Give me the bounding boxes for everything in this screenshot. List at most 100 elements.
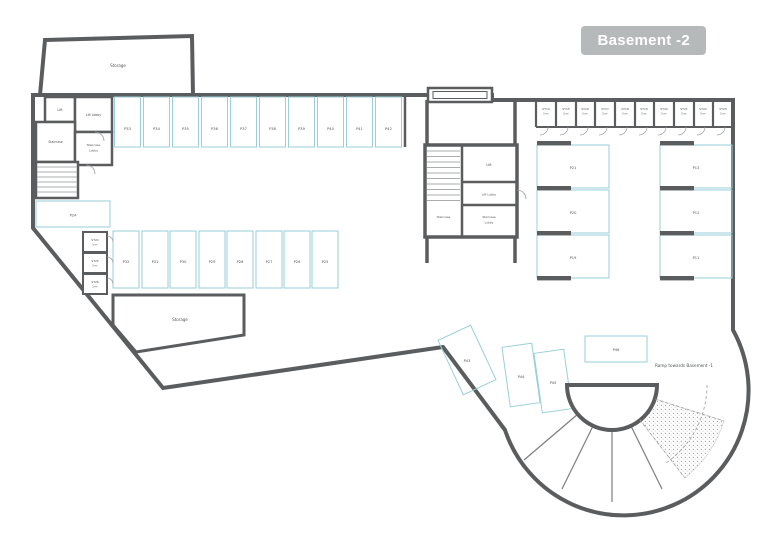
wall-stub bbox=[660, 276, 694, 281]
stall-label: P27 bbox=[266, 260, 273, 264]
door-arc bbox=[657, 126, 667, 136]
stall-label: P20 bbox=[570, 211, 577, 215]
parking-row-mid: P32 P31 P30 P29 P28 P27 P26 P25 bbox=[112, 230, 339, 289]
storage-unit-id: ST15 bbox=[562, 107, 570, 111]
storage-unit-area: 3 m² bbox=[661, 112, 667, 116]
stall-label: P40 bbox=[327, 127, 334, 131]
vent-shaft-inner bbox=[432, 91, 488, 99]
room-label: Staircase bbox=[437, 215, 451, 219]
center-core: Lift Lift Lobby Staircase Staircase Lobb… bbox=[423, 100, 527, 263]
wall-stub bbox=[537, 276, 571, 281]
storage-unit-id: ST26 bbox=[91, 280, 98, 284]
stall-label: P37 bbox=[240, 127, 247, 131]
door-arc bbox=[516, 189, 527, 200]
left-core: Lift Lift Lobby Staircase Staircase Lobb… bbox=[34, 95, 114, 200]
door-arc bbox=[677, 126, 687, 136]
floor-badge: Basement -2 bbox=[581, 26, 706, 55]
room-label: Staircase bbox=[482, 215, 496, 219]
stall-label: P29 bbox=[209, 260, 216, 264]
storage-unit-area: 3 m² bbox=[92, 243, 98, 247]
door-arc bbox=[696, 126, 706, 136]
wall-stub bbox=[660, 141, 694, 146]
door-arc bbox=[539, 126, 549, 136]
room-label: Lobby bbox=[485, 221, 494, 225]
storage-unit-id: ST18 bbox=[621, 107, 629, 111]
stall-label: P38 bbox=[269, 127, 276, 131]
door-arc bbox=[106, 256, 114, 264]
storage-unit-area: 3 m² bbox=[700, 112, 706, 116]
storage-unit-id: ST22 bbox=[699, 107, 707, 111]
door-arc bbox=[106, 277, 114, 285]
ramp: Ramp towards Basement -1 bbox=[523, 363, 725, 502]
room-label: Lift Lobby bbox=[86, 113, 101, 117]
parking-right-columns: P21 P20 P19 P13 P12 P11 bbox=[536, 141, 733, 281]
stall-label: P12 bbox=[693, 211, 700, 215]
door-arc bbox=[85, 164, 96, 175]
stair-treads bbox=[37, 166, 77, 193]
ramp-guide-line bbox=[654, 398, 725, 422]
storage-unit-id: ST16 bbox=[581, 107, 589, 111]
ramp-center-island bbox=[564, 383, 660, 432]
storage-unit-area: 3 m² bbox=[602, 112, 608, 116]
stall-label: P44 bbox=[518, 375, 525, 379]
parking-bottom: P43 P44 P45 P46 bbox=[437, 324, 648, 414]
parking-stall bbox=[35, 200, 111, 228]
door-arc bbox=[598, 126, 608, 136]
storage-unit-id: ST19 bbox=[640, 107, 648, 111]
stall-label: P32 bbox=[123, 260, 130, 264]
door-arc bbox=[559, 126, 569, 136]
door-arc bbox=[579, 126, 589, 136]
parking-row-top: P33 P34 P35 P36 P37 P38 P39 P40 P41 P42 bbox=[114, 96, 407, 148]
room-label: Lift Lobby bbox=[482, 193, 496, 197]
storage-units-left: ST24 3 m² ST25 3 m² ST26 3 m² bbox=[82, 231, 114, 295]
storage-top-room bbox=[37, 33, 196, 97]
stall-label: P45 bbox=[550, 381, 557, 385]
stall-label: P21 bbox=[570, 166, 577, 170]
stall-label: P19 bbox=[570, 256, 577, 260]
storage-unit-area: 3 m² bbox=[582, 112, 588, 116]
wall-stub bbox=[537, 141, 571, 146]
stall-label: P26 bbox=[294, 260, 301, 264]
wall-stub bbox=[537, 231, 571, 236]
storage-unit-id: ST21 bbox=[680, 107, 688, 111]
storage-unit-area: 3 m² bbox=[92, 285, 98, 289]
room-label: Lift bbox=[57, 108, 63, 112]
stall-label: P33 bbox=[124, 127, 131, 131]
stall-label: P39 bbox=[298, 127, 305, 131]
ramp-label: Ramp towards Basement -1 bbox=[655, 363, 713, 368]
storage-unit-id: ST20 bbox=[660, 107, 668, 111]
stall-label: P46 bbox=[613, 348, 620, 352]
storage-bottom-room bbox=[111, 293, 246, 354]
door-arc bbox=[106, 235, 114, 243]
door-arc bbox=[638, 126, 648, 136]
stall-label: P31 bbox=[152, 260, 159, 264]
storage-unit-id: ST24 bbox=[91, 238, 98, 242]
storage-unit-area: 3 m² bbox=[543, 112, 549, 116]
stall-label: P35 bbox=[182, 127, 189, 131]
stall-label: P13 bbox=[693, 166, 700, 170]
door-arc bbox=[618, 126, 628, 136]
vent-shaft bbox=[426, 86, 494, 104]
stall-label: P25 bbox=[322, 260, 329, 264]
stall-label: P34 bbox=[153, 127, 160, 131]
storage-unit-area: 3 m² bbox=[720, 112, 726, 116]
stall-label: P30 bbox=[180, 260, 187, 264]
door-arc bbox=[716, 126, 726, 136]
stair-treads bbox=[427, 150, 460, 201]
storage-unit-id: ST25 bbox=[91, 259, 98, 263]
wall-stub bbox=[660, 231, 694, 236]
storage-unit-area: 3 m² bbox=[92, 264, 98, 268]
stall-label: P43 bbox=[464, 359, 471, 363]
wall-stub bbox=[660, 186, 694, 191]
wall-stub bbox=[537, 186, 571, 191]
room-label: Lobby bbox=[89, 149, 98, 153]
stall-label: P42 bbox=[385, 127, 392, 131]
room-label: Staircase bbox=[87, 143, 101, 147]
storage-unit-area: 3 m² bbox=[681, 112, 687, 116]
storage-units-top: ST14 3 m² ST15 3 m² ST16 3 m² ST17 3 m² … bbox=[534, 100, 735, 136]
building-outline bbox=[31, 93, 751, 518]
storage-unit-id: ST14 bbox=[542, 107, 550, 111]
storage-unit-area: 3 m² bbox=[563, 112, 569, 116]
room-label: Staircase bbox=[48, 140, 62, 144]
